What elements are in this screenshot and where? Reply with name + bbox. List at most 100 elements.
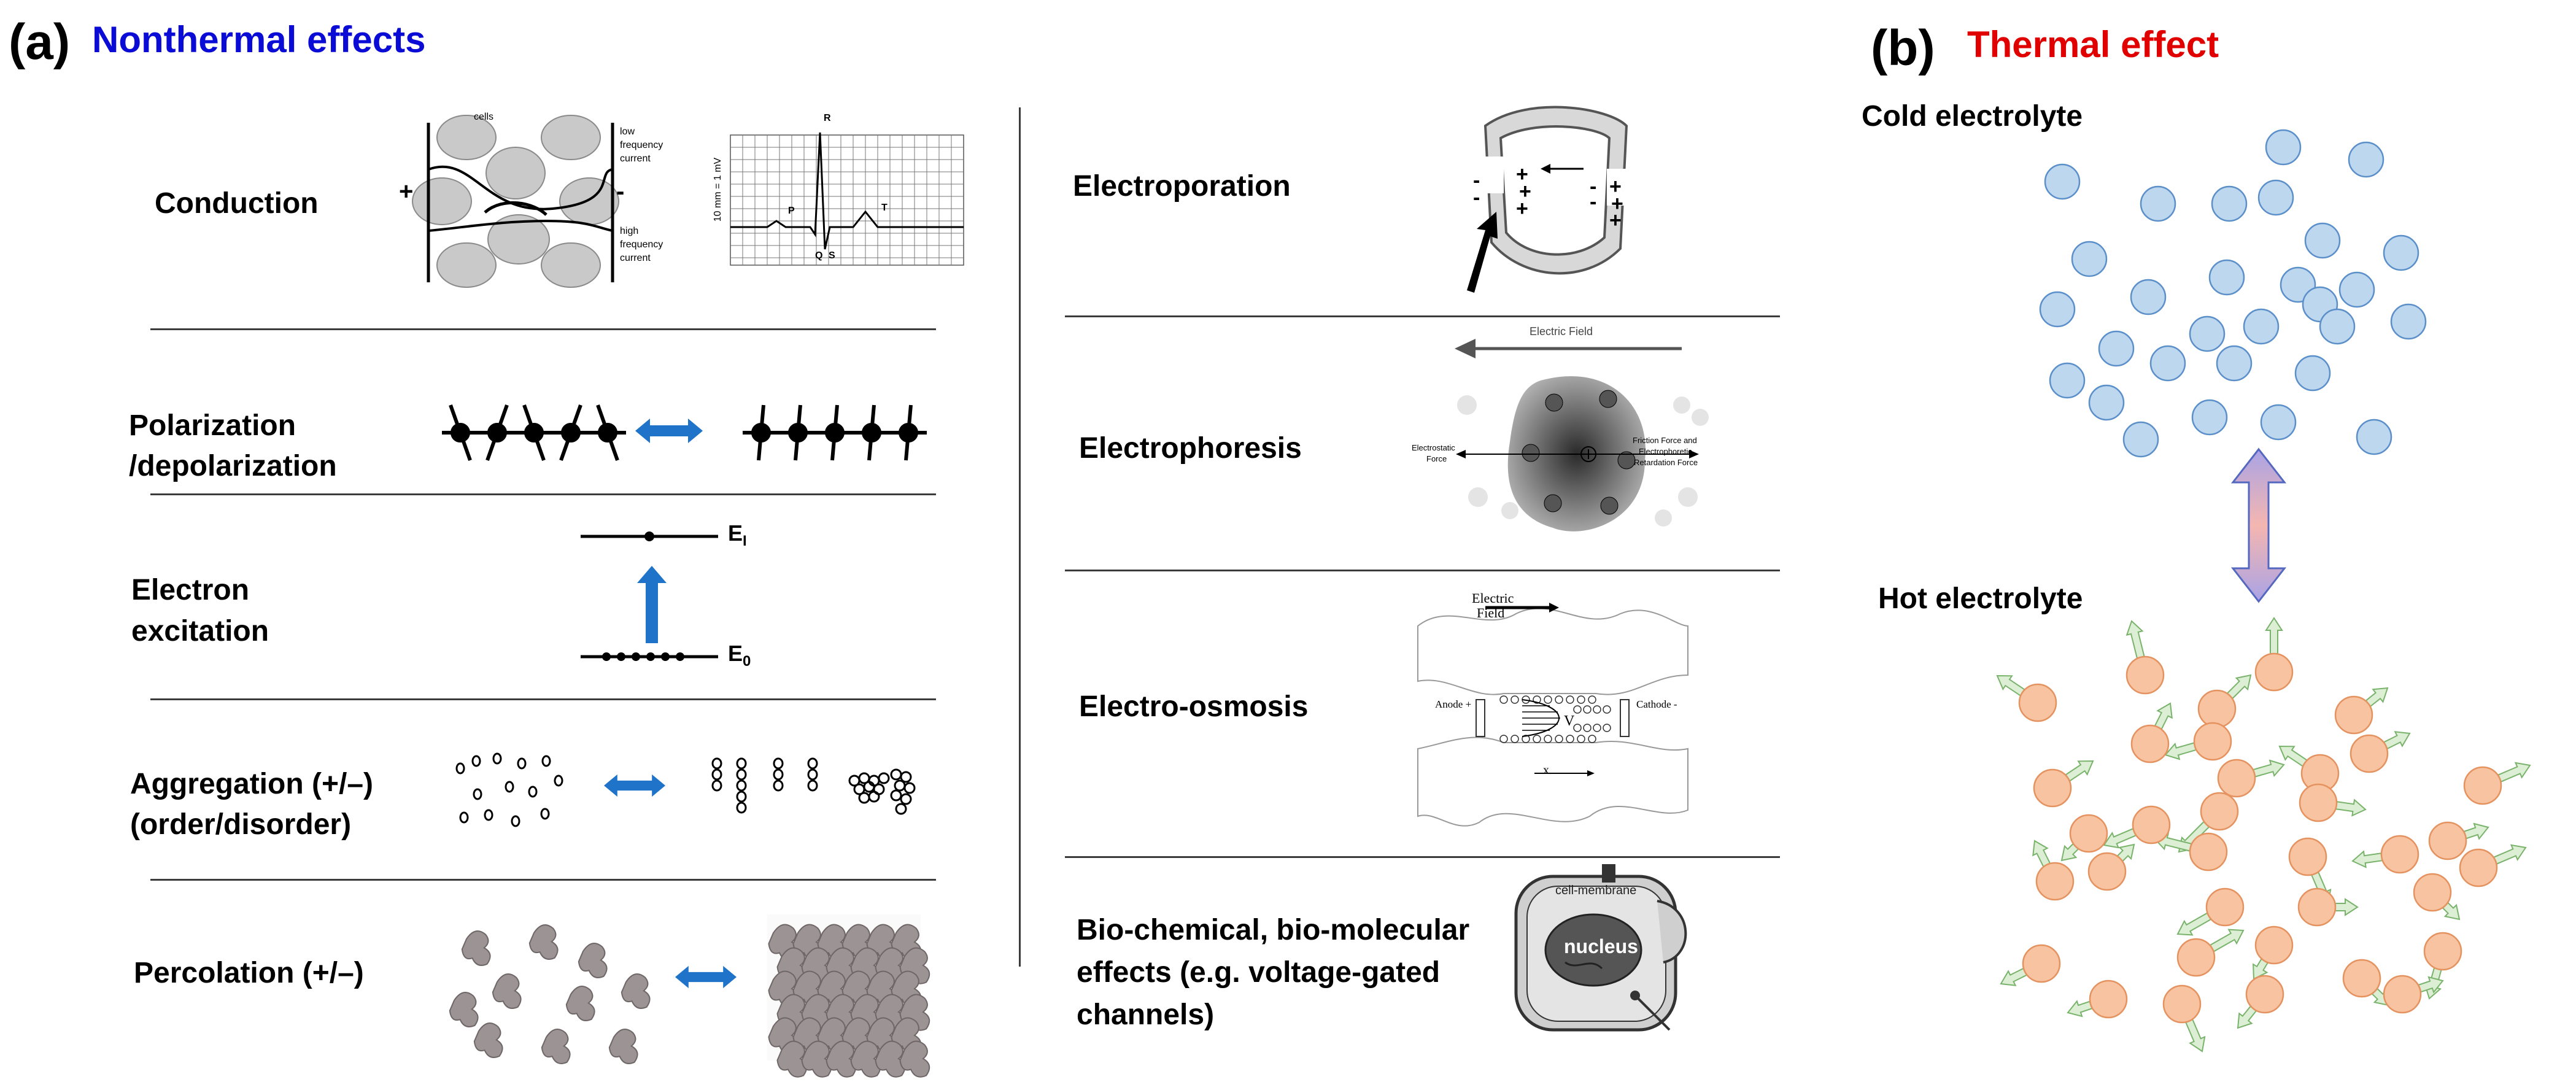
particle-disordered bbox=[540, 808, 550, 820]
high-frequency-2: frequency bbox=[620, 239, 663, 250]
dipole-tail bbox=[559, 431, 573, 462]
hot-particle bbox=[2463, 766, 2502, 805]
conduction-minus: - bbox=[616, 178, 625, 205]
particle-cluster bbox=[895, 803, 907, 815]
osmosis-field-2: Field bbox=[1477, 605, 1505, 620]
particle-ordered bbox=[736, 802, 747, 814]
particle-cluster bbox=[900, 771, 912, 783]
panel-a-title: Nonthermal effects bbox=[92, 19, 426, 60]
hot-particle bbox=[2200, 792, 2239, 831]
hot-particle bbox=[2334, 695, 2373, 735]
hot-particle bbox=[2459, 848, 2498, 887]
ion bbox=[1603, 724, 1611, 732]
ion bbox=[1510, 735, 1519, 743]
label-electroosmosis: Electro-osmosis bbox=[1079, 690, 1309, 723]
conduction-cells-label: cells bbox=[474, 112, 494, 122]
cold-particle bbox=[2098, 330, 2135, 367]
label-order-disorder: (order/disorder) bbox=[130, 808, 352, 841]
particle-cluster bbox=[890, 789, 902, 802]
divider-left-4 bbox=[150, 879, 936, 881]
dipole-tail bbox=[796, 404, 802, 433]
ion bbox=[1593, 724, 1601, 732]
hot-particle bbox=[2018, 683, 2057, 722]
particle-disordered bbox=[473, 788, 482, 800]
hot-electrolyte-label: Hot electrolyte bbox=[1878, 582, 2083, 615]
particle-ordered bbox=[711, 768, 722, 781]
cold-particle bbox=[2243, 308, 2280, 345]
cold-particle bbox=[2348, 141, 2385, 178]
motion-arrow bbox=[2463, 822, 2489, 840]
hot-particle bbox=[2428, 821, 2467, 860]
label-biochem-3: channels) bbox=[1077, 999, 1215, 1031]
label-aggregation: Aggregation (+/–) bbox=[130, 768, 374, 800]
hot-particle bbox=[2189, 832, 2228, 871]
hot-particle bbox=[2176, 938, 2216, 977]
ion bbox=[1510, 695, 1519, 704]
particle-disordered bbox=[528, 786, 538, 798]
conductive-particle bbox=[608, 1029, 638, 1064]
hot-particle bbox=[2383, 975, 2422, 1014]
dipole-tail bbox=[904, 432, 910, 461]
motion-arrow bbox=[2226, 674, 2252, 700]
particle-ordered bbox=[736, 757, 747, 770]
label-percolation: Percolation (+/–) bbox=[134, 957, 364, 989]
friction-force-1: Friction Force and bbox=[1633, 436, 1697, 445]
high-frequency-3: current bbox=[620, 253, 651, 263]
cold-particle bbox=[2189, 315, 2226, 352]
cold-particle bbox=[2356, 419, 2392, 455]
conductive-particle bbox=[621, 973, 651, 1009]
percolation-illustration bbox=[449, 914, 930, 1078]
svg-text:+: + bbox=[1516, 197, 1528, 220]
particle-ordered bbox=[736, 790, 747, 803]
friction-force-2: Electrophoretic bbox=[1639, 447, 1692, 456]
particle-disordered bbox=[554, 775, 563, 787]
cold-particle bbox=[2265, 129, 2302, 166]
particle-disordered bbox=[471, 755, 481, 767]
ecg-q: Q bbox=[815, 250, 823, 261]
osmosis-cathode: Cathode - bbox=[1636, 698, 1677, 710]
hot-particle bbox=[2022, 944, 2061, 983]
polarization-illustration bbox=[442, 404, 927, 462]
hot-particle bbox=[2132, 805, 2171, 844]
nucleus-label: nucleus bbox=[1564, 935, 1638, 957]
label-conduction: Conduction bbox=[155, 187, 319, 220]
conductive-particle bbox=[449, 992, 479, 1027]
panel-b-title: Thermal effect bbox=[1967, 24, 2219, 65]
hot-particle bbox=[2035, 862, 2075, 901]
particle-cluster bbox=[903, 782, 916, 794]
hot-particle bbox=[2297, 887, 2337, 927]
hot-particle bbox=[2087, 852, 2127, 891]
ion bbox=[1544, 695, 1552, 704]
divider-right-3 bbox=[1065, 856, 1780, 858]
ion bbox=[1566, 735, 1574, 743]
ion bbox=[1603, 705, 1611, 714]
divider-vertical bbox=[1019, 107, 1021, 967]
motion-arrow bbox=[2497, 762, 2531, 783]
hot-particle bbox=[2205, 887, 2245, 927]
cold-particle bbox=[2122, 421, 2159, 458]
particle-ordered bbox=[736, 779, 747, 792]
dipole-tail bbox=[596, 404, 609, 434]
low-frequency-3: current bbox=[620, 153, 651, 164]
electrostatic-force-2: Force bbox=[1426, 454, 1447, 463]
osmosis-x: x bbox=[1543, 763, 1549, 777]
panel-a-letter: (a) bbox=[9, 14, 71, 70]
hot-particle bbox=[2380, 835, 2419, 874]
hot-particle bbox=[2217, 759, 2256, 798]
hot-particle bbox=[2125, 655, 2165, 695]
svg-text:-: - bbox=[1590, 190, 1596, 214]
particle-disordered bbox=[511, 815, 520, 827]
low-frequency-2: frequency bbox=[620, 140, 663, 150]
dipole-tail bbox=[870, 404, 876, 433]
hot-particle bbox=[2350, 734, 2389, 773]
osmosis-v: V bbox=[1564, 713, 1575, 729]
cold-particle bbox=[2338, 271, 2375, 308]
particle-ordered bbox=[711, 779, 722, 792]
cold-particles bbox=[2039, 129, 2427, 458]
motion-arrow bbox=[2067, 1000, 2093, 1018]
motion-arrow bbox=[2383, 731, 2411, 750]
particle-cluster bbox=[858, 792, 870, 804]
motion-arrow bbox=[2176, 912, 2212, 936]
ion bbox=[1499, 695, 1508, 704]
